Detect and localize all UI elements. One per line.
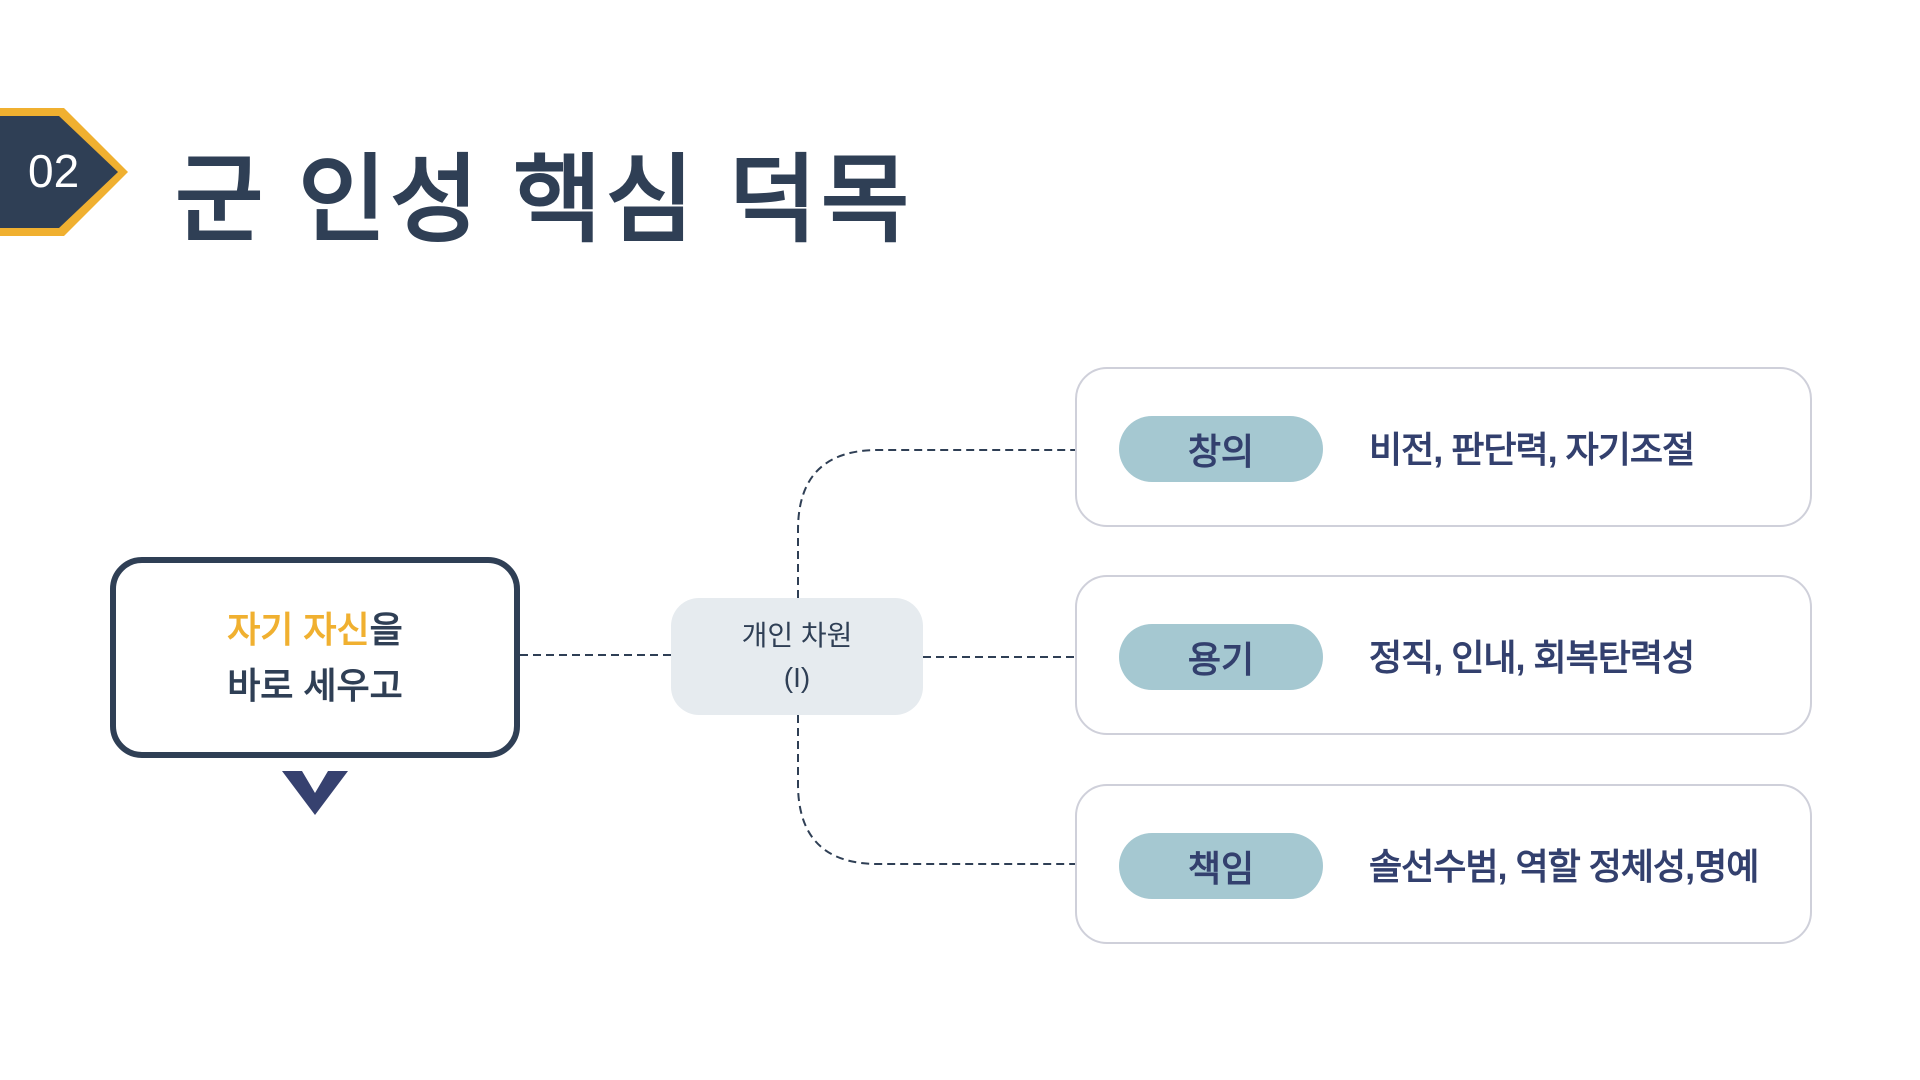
section-number-badge [0, 108, 128, 236]
self-box: 자기 자신을 바로 세우고 [110, 557, 520, 758]
chevron-down-icon [282, 771, 348, 815]
page-title: 군 인성 핵심 덕목 [175, 147, 914, 254]
section-number: 02 [28, 145, 80, 197]
self-text-rest: 을 [369, 608, 403, 650]
individual-dimension-node: 개인 차원 (I) [671, 598, 923, 715]
virtue-items: 비전, 판단력, 자기조절 [1369, 429, 1695, 470]
virtue-label: 용기 [1119, 624, 1323, 690]
center-sublabel: (I) [783, 661, 811, 693]
virtue-card: 창의 비전, 판단력, 자기조절 [1075, 367, 1812, 527]
virtue-card: 책임 솔선수범, 역할 정체성,명예 [1075, 784, 1812, 944]
connector-top [797, 449, 1075, 598]
virtue-items: 정직, 인내, 회복탄력성 [1369, 637, 1695, 678]
self-accent-text: 자기 자신 [227, 608, 370, 650]
self-text-line2: 바로 세우고 [227, 664, 403, 706]
center-label: 개인 차원 [741, 619, 853, 651]
virtue-label: 창의 [1119, 416, 1323, 482]
virtue-label: 책임 [1119, 833, 1323, 899]
virtue-card: 용기 정직, 인내, 회복탄력성 [1075, 575, 1812, 735]
virtue-items: 솔선수범, 역할 정체성,명예 [1369, 846, 1759, 887]
connector-bottom [797, 715, 1075, 865]
